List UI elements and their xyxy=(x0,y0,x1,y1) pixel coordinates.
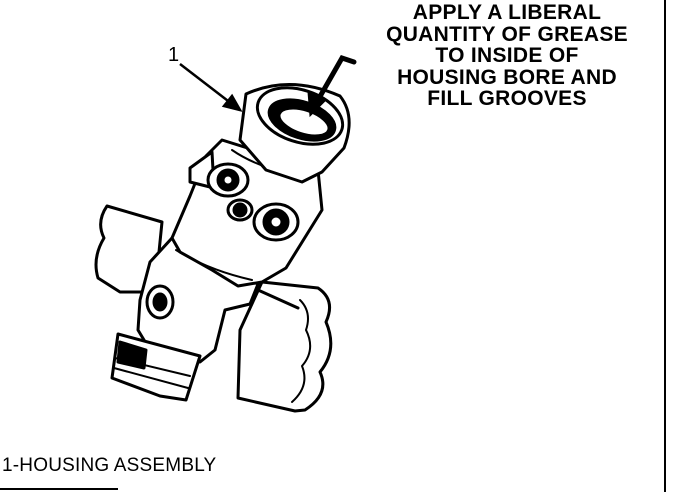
note-line-1: APPLY A LIBERAL xyxy=(412,1,602,24)
right-tube-end xyxy=(291,299,312,403)
note-line-4: HOUSING BORE AND xyxy=(397,65,617,89)
grease-instruction-note: APPLY A LIBERAL QUANTITY OF GREASE TO IN… xyxy=(352,2,662,110)
grease-arrow xyxy=(307,54,357,118)
parts-legend: 1-HOUSING ASSEMBLY xyxy=(2,455,217,476)
frame-border-right xyxy=(664,0,666,492)
note-line-3: TO INSIDE OF xyxy=(435,44,579,67)
legend-underline xyxy=(0,488,118,490)
bottom-opening xyxy=(116,340,148,370)
left-tube xyxy=(94,204,164,294)
note-line-2: QUANTITY OF GREASE xyxy=(386,22,628,46)
callout-number: 1 xyxy=(168,44,180,66)
note-line-5: FILL GROOVES xyxy=(427,87,587,110)
callout-leader xyxy=(179,63,243,112)
